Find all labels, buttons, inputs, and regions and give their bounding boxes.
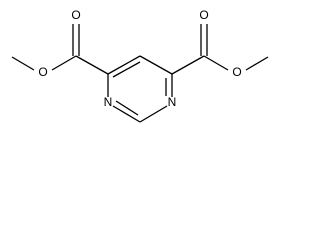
bond-ester-o-methyl-left: [11, 56, 35, 71]
atom-label-n-right: N: [168, 95, 177, 109]
bond-carbonyl-left-ester-o: [51, 55, 77, 71]
ring-bond-c5-c6: [139, 55, 173, 75]
ring-bond-n3-c2: [112, 105, 141, 123]
bond-ester-o-methyl-right: [245, 56, 269, 71]
bond-carbonyl-right-ester-o: [203, 55, 229, 71]
bond-c6-carbonyl-right: [171, 55, 205, 75]
atom-label-n-left: N: [104, 95, 113, 109]
atom-label-o-right-ester: O: [232, 65, 241, 79]
ring-bond-c2-n1: [139, 105, 168, 123]
bond-c4-carbonyl-left: [75, 55, 109, 75]
atom-label-o-right-carbonyl: O: [199, 8, 208, 22]
ring-bond-n3-c2-inner: [115, 100, 139, 116]
atom-label-o-left-ester: O: [38, 65, 47, 79]
pyrimidine-diester-structure: O O O O N N: [11, 8, 269, 123]
ring-bond-c5-c4-inner: [112, 61, 141, 78]
atom-label-o-left-carbonyl: O: [71, 8, 80, 22]
structure-canvas: O O O O N N: [0, 0, 284, 134]
ring-bond-c5-c4: [107, 55, 141, 75]
